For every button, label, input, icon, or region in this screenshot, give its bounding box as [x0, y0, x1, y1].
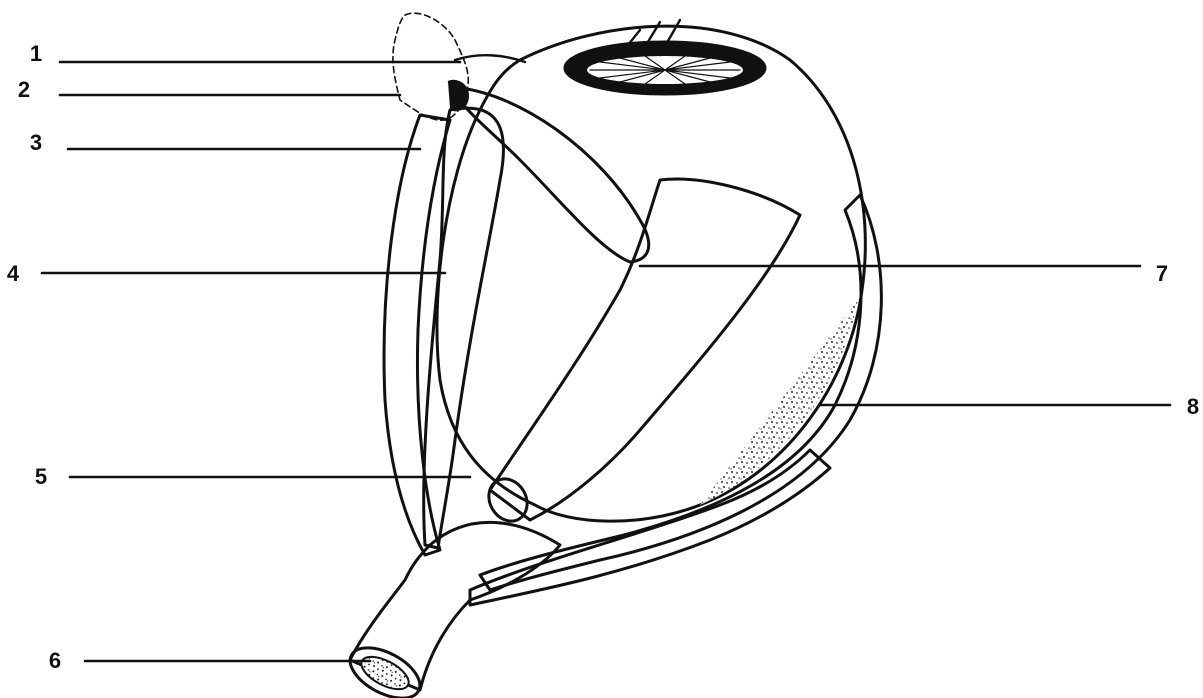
trochlea-fragment	[393, 13, 525, 120]
label-2: 2	[18, 77, 30, 102]
label-5: 5	[35, 464, 47, 489]
label-7: 7	[1156, 261, 1168, 286]
cornea-opening	[565, 20, 765, 94]
label-3: 3	[30, 130, 42, 155]
leader-lines	[42, 62, 1170, 661]
optic-nerve	[342, 522, 560, 698]
label-6: 6	[49, 648, 61, 673]
label-8: 8	[1187, 394, 1199, 419]
label-4: 4	[7, 261, 20, 286]
label-1: 1	[30, 41, 42, 66]
left-long-muscle	[384, 115, 450, 555]
labels: 1 2 3 4 5 6 7 8	[7, 41, 1199, 673]
